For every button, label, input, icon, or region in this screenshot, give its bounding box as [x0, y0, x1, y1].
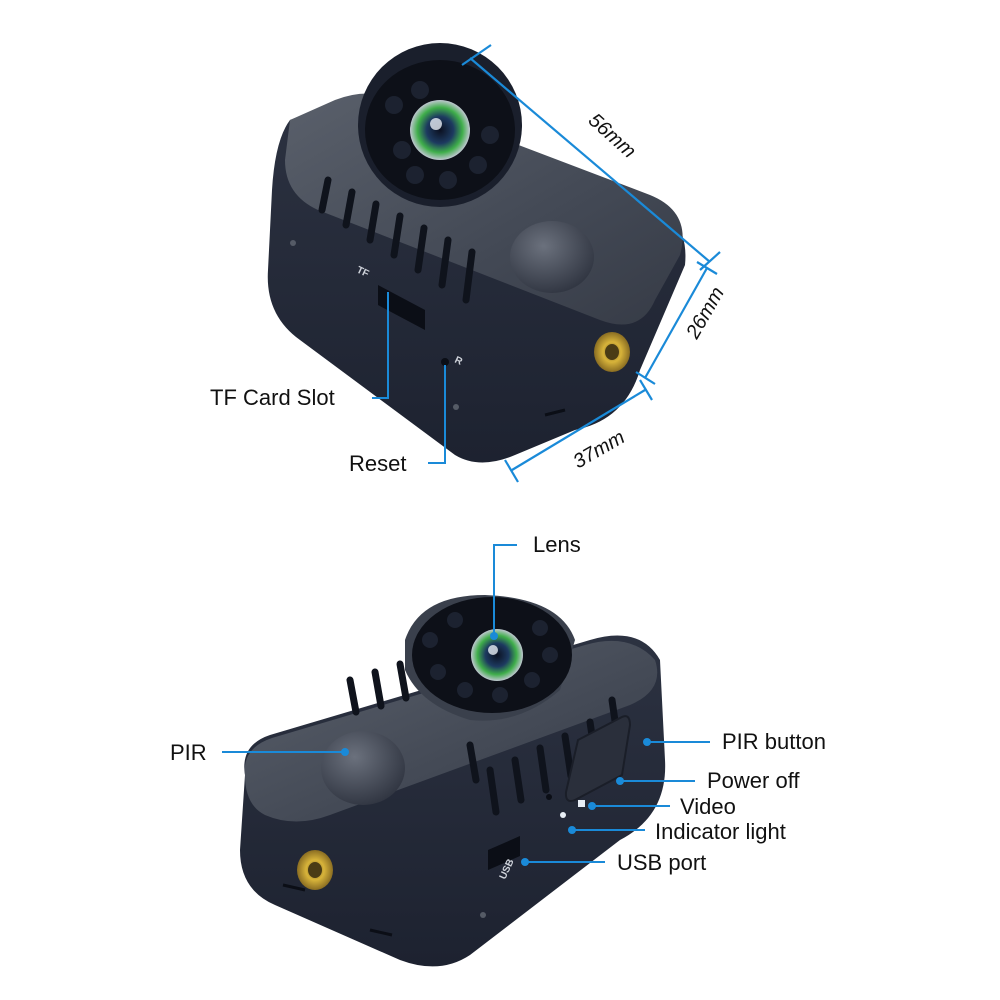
top-pir-sensor	[510, 221, 594, 293]
leader-reset	[428, 365, 446, 464]
tf-card-slot-label: TF Card Slot	[210, 385, 335, 410]
power-off-label: Power off	[707, 768, 800, 793]
bottom-camera-device: USB	[240, 595, 666, 967]
dim-line-width	[511, 389, 646, 471]
bottom-leader-lines	[222, 544, 710, 866]
top-leader-lines	[372, 292, 446, 464]
top-tf-slot	[378, 285, 425, 330]
indicator-light-label: Indicator light	[655, 819, 786, 844]
reset-label: Reset	[349, 451, 407, 476]
bottom-video-marking	[578, 800, 585, 807]
dimension-lines	[461, 44, 721, 483]
top-reset-marking: R	[453, 355, 465, 368]
top-lens	[410, 100, 470, 160]
bottom-pir-sensor	[321, 731, 405, 805]
top-lens-module	[358, 43, 522, 207]
top-tf-marking: TF	[355, 265, 371, 280]
bottom-device-vents	[346, 660, 622, 816]
video-label: Video	[680, 794, 736, 819]
pir-button-label: PIR button	[722, 729, 826, 754]
bottom-lens-module	[412, 597, 572, 713]
top-device-vents	[318, 176, 476, 304]
pir-label: PIR	[170, 740, 207, 765]
dim-line-height	[644, 267, 708, 379]
leader-tf-card-slot	[372, 292, 389, 399]
dim-line-length	[469, 57, 711, 263]
top-reset-hole	[441, 358, 449, 366]
leader-lens	[493, 544, 517, 636]
bottom-usb-port	[488, 836, 520, 870]
bottom-lens	[471, 629, 523, 681]
bottom-indicator-marking	[560, 812, 566, 818]
top-camera-device: TF R	[267, 43, 686, 463]
usb-port-label: USB port	[617, 850, 707, 875]
bottom-button-panel	[564, 715, 632, 802]
lens-label: Lens	[533, 532, 581, 557]
